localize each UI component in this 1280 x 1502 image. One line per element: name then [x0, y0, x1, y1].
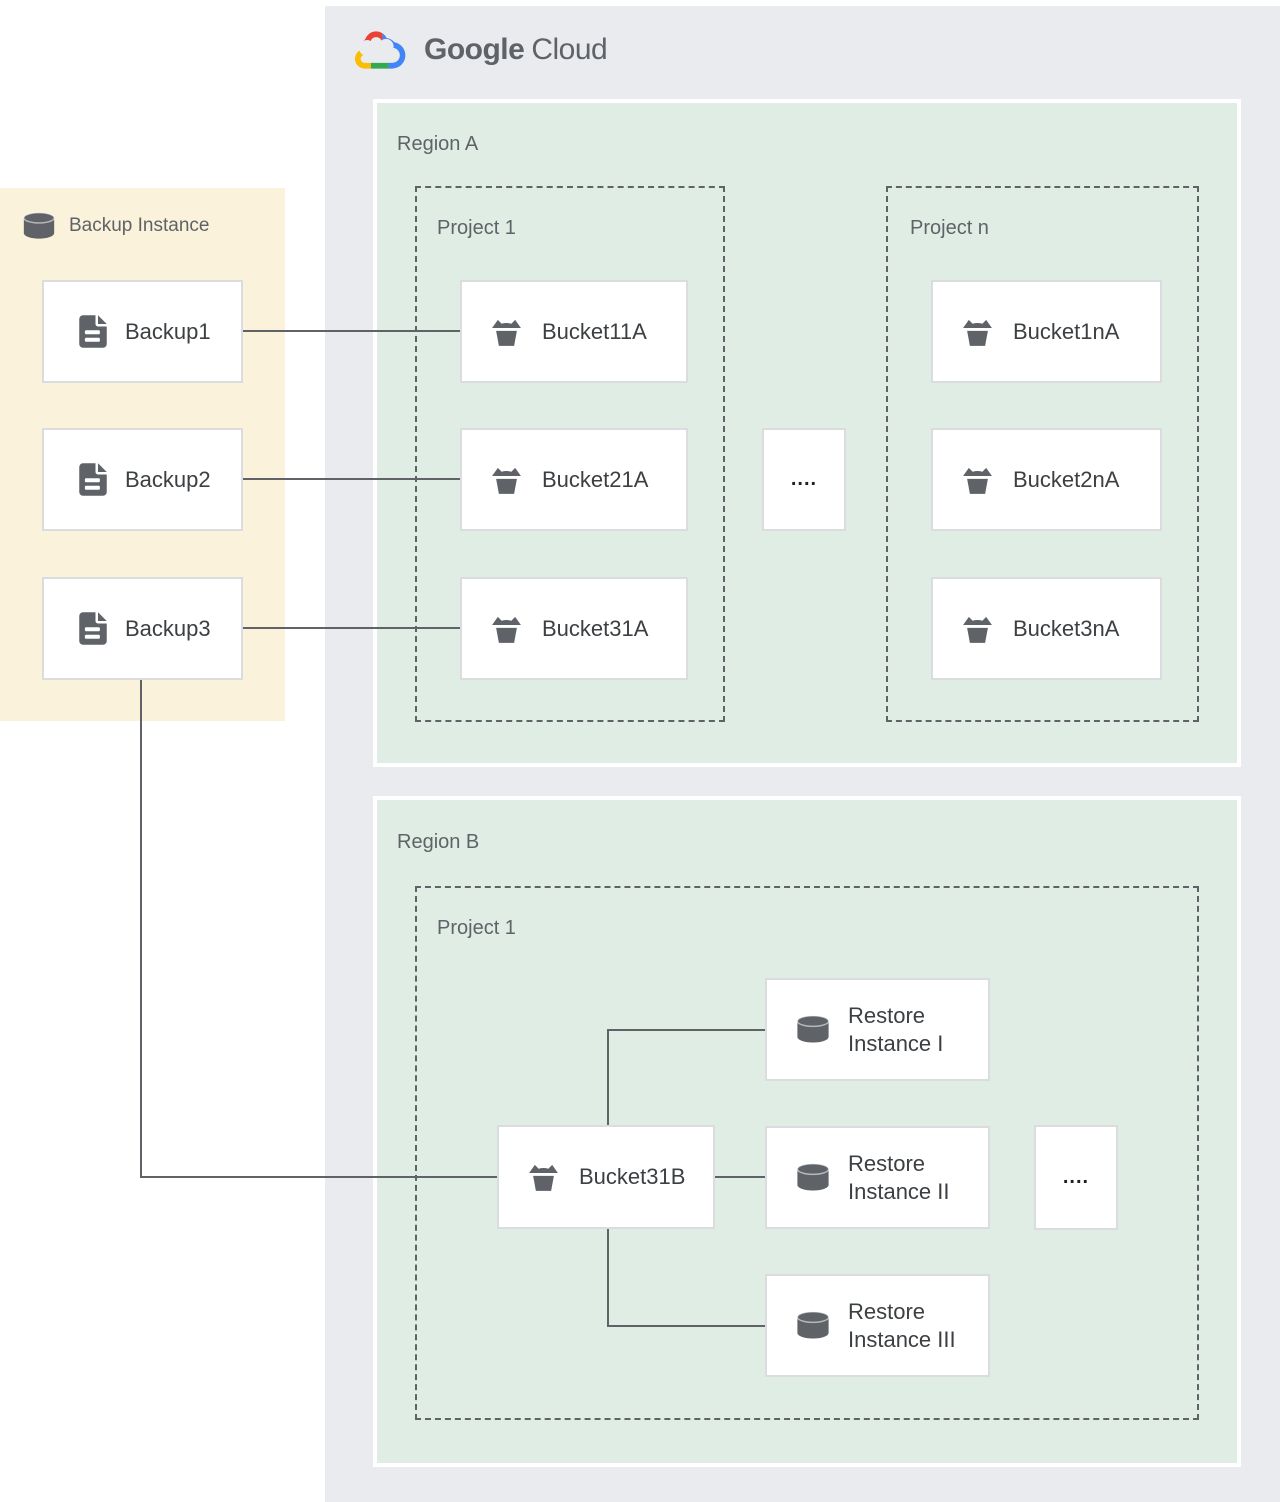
logo-cloud-text: Cloud [531, 33, 608, 66]
restore-instance-2-node: Restore Instance II [765, 1126, 990, 1229]
document-icon [78, 314, 108, 349]
bucket2na-node: Bucket2nA [931, 428, 1162, 531]
bucket31a-label: Bucket31A [542, 615, 649, 641]
region-b-label: Region B [397, 831, 480, 853]
document-icon [78, 611, 108, 646]
bucket11a-label: Bucket11A [542, 318, 647, 344]
bucket1na-node: Bucket1nA [931, 280, 1162, 383]
region-a-label: Region A [397, 133, 479, 155]
backup2-node: Backup2 [42, 428, 243, 531]
database-icon [20, 212, 58, 240]
database-icon [795, 1015, 831, 1044]
restore-instance-2-label: Restore Instance II [848, 1150, 950, 1204]
region-a-project-n-label: Project n [910, 217, 989, 239]
restore-instance-1-label: Restore Instance I [848, 1002, 944, 1056]
restore-instance-3-label: Restore Instance III [848, 1298, 956, 1352]
bucket31b-node: Bucket31B [497, 1125, 715, 1229]
backup3-node: Backup3 [42, 577, 243, 680]
bucket31b-label: Bucket31B [579, 1164, 686, 1189]
connector-backup3-bucket31b [140, 1176, 497, 1178]
region-a-project-1-box [415, 186, 725, 722]
bucket-icon [961, 317, 994, 347]
connector-bucket31b-down [607, 1229, 609, 1327]
connector-bucket31b-restore3 [607, 1325, 765, 1327]
connector-bucket31b-up [607, 1029, 609, 1126]
connector-backup3-bucket31a [243, 627, 460, 629]
database-icon [795, 1163, 831, 1192]
region-b-project-1-label: Project 1 [437, 917, 516, 939]
connector-bucket31b-restore1 [607, 1029, 765, 1031]
bucket-icon [490, 317, 523, 347]
bucket1na-label: Bucket1nA [1013, 318, 1120, 344]
backup3-label: Backup3 [125, 615, 211, 641]
connector-backup3-down [140, 680, 142, 1178]
bucket21a-node: Bucket21A [460, 428, 688, 531]
backup1-node: Backup1 [42, 280, 243, 383]
connector-bucket31b-restore2 [715, 1176, 765, 1178]
document-icon [78, 462, 108, 497]
restore-instance-1-node: Restore Instance I [765, 978, 990, 1081]
connector-backup2-bucket21a [243, 478, 460, 480]
region-a-project-1-label: Project 1 [437, 217, 516, 239]
bucket3na-label: Bucket3nA [1013, 615, 1120, 641]
backup-instance-title: Backup Instance [69, 215, 210, 236]
bucket21a-label: Bucket21A [542, 466, 649, 492]
logo-google-text: Google [424, 33, 525, 66]
restore-instance-3-node: Restore Instance III [765, 1274, 990, 1377]
region-b-ellipsis-node: .... [1034, 1125, 1118, 1230]
backup2-label: Backup2 [125, 466, 211, 492]
bucket-icon [490, 465, 523, 495]
database-icon [795, 1311, 831, 1340]
bucket2na-label: Bucket2nA [1013, 466, 1120, 492]
backup-instance-header: Backup Instance [20, 212, 209, 240]
bucket11a-node: Bucket11A [460, 280, 688, 383]
bucket-icon [961, 465, 994, 495]
region-b-project-1-box [415, 886, 1199, 1420]
region-a-ellipsis-node: .... [762, 428, 846, 531]
google-cloud-icon [353, 27, 410, 73]
backup1-label: Backup1 [125, 318, 211, 344]
connector-backup1-bucket11a [243, 330, 460, 332]
bucket-icon [961, 614, 994, 644]
bucket-icon [490, 614, 523, 644]
bucket-icon [527, 1162, 560, 1192]
bucket31a-node: Bucket31A [460, 577, 688, 680]
bucket3na-node: Bucket3nA [931, 577, 1162, 680]
region-a-project-n-box [886, 186, 1199, 722]
